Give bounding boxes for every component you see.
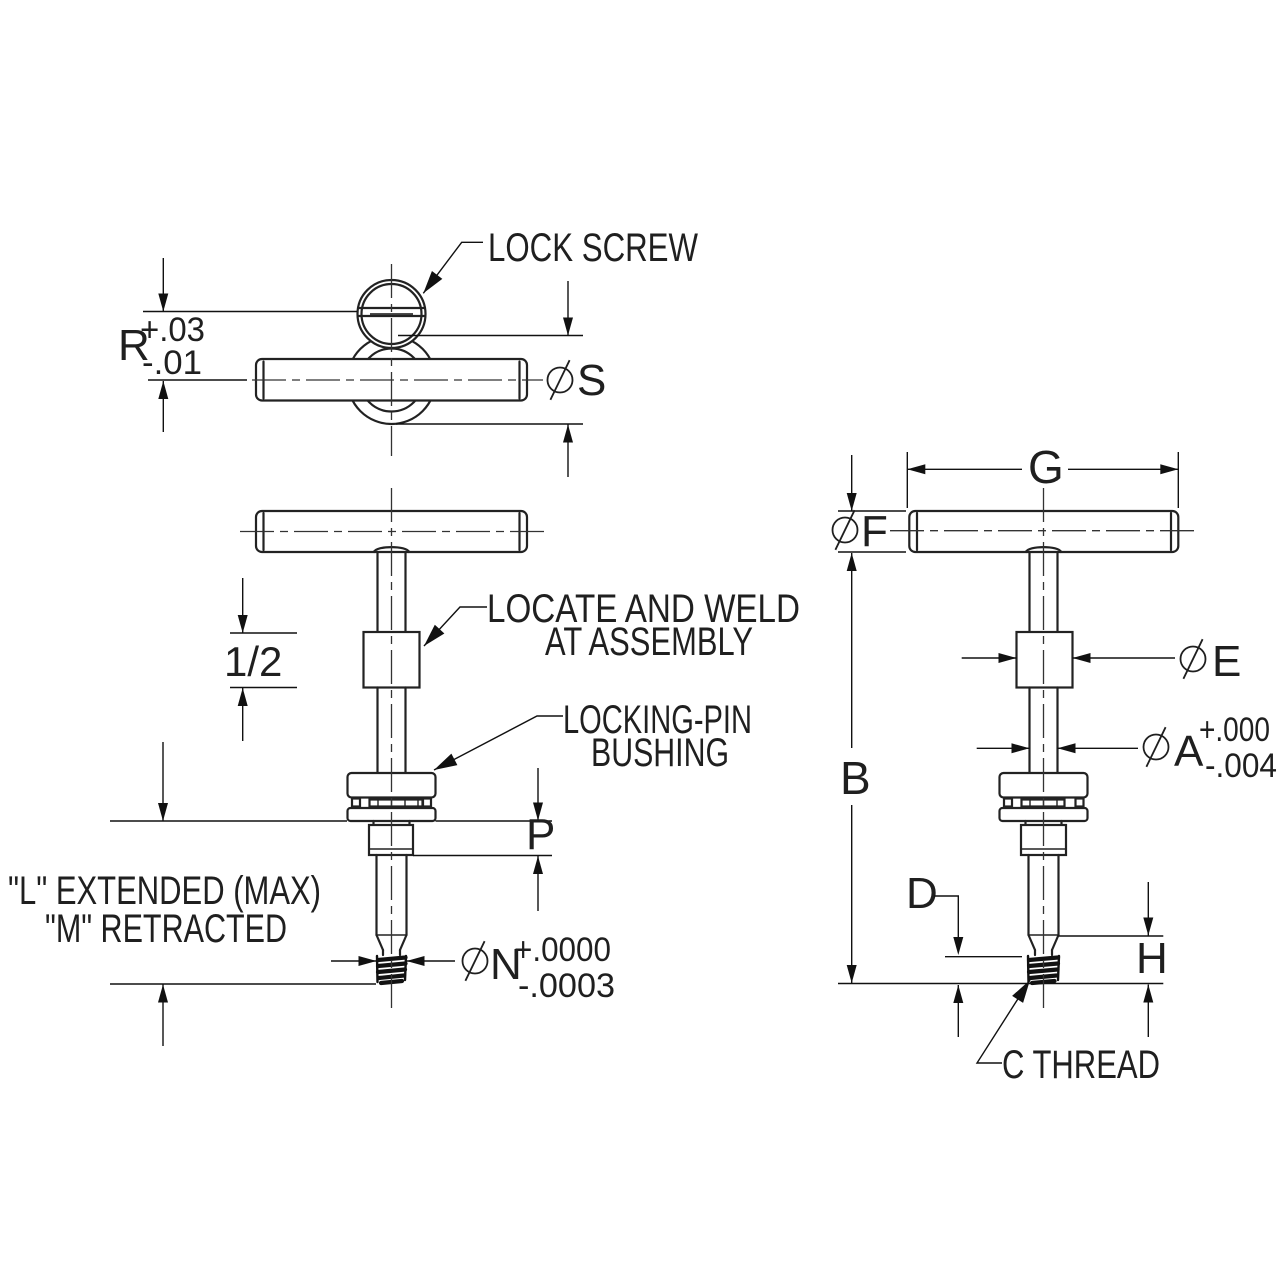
- wave-washer-front: [368, 798, 424, 808]
- dim-n-plus-tol: +.0000: [514, 931, 611, 969]
- dim-e-letter: E: [1212, 637, 1241, 686]
- diameter-icon: [1142, 726, 1170, 768]
- locate-weld-label-line1: LOCATE AND WELD: [487, 587, 800, 631]
- front-view: 1/2 LOCATE AND WELD AT ASSEMBLY LOCKING-…: [8, 488, 800, 1046]
- dim-b-letter: B: [840, 752, 871, 804]
- diameter-icon: [461, 940, 489, 982]
- locate-weld-label-line2: AT ASSEMBLY: [545, 620, 753, 664]
- dim-n-letter: N: [490, 940, 522, 989]
- locking-pin-label-line2: BUSHING: [591, 731, 729, 775]
- top-view-dimensions: R +.03 -.01 S LOCK SCREW: [118, 226, 698, 477]
- dim-d-letter: D: [906, 869, 938, 918]
- side-view-geometry: [908, 509, 1180, 986]
- diameter-icon: [831, 509, 859, 551]
- side-view: G F B E: [831, 441, 1277, 1087]
- lock-screw-label: LOCK SCREW: [488, 226, 698, 270]
- top-view: R +.03 -.01 S LOCK SCREW: [118, 226, 698, 477]
- front-view-dimensions: 1/2 LOCATE AND WELD AT ASSEMBLY LOCKING-…: [8, 578, 800, 1046]
- dim-n-minus-tol: -.0003: [518, 967, 615, 1005]
- dim-r-plus-tol: +.03: [140, 311, 205, 349]
- dim-p-letter: P: [526, 810, 555, 859]
- locking-pin-label-line1: LOCKING-PIN: [563, 698, 752, 742]
- dim-r-minus-tol: -.01: [142, 344, 202, 382]
- dim-g-letter: G: [1028, 441, 1064, 493]
- dim-a-minus-tol: -.004: [1205, 747, 1277, 785]
- front-view-centerlines: [240, 488, 546, 1012]
- locking-pin-bushing-leader: [433, 715, 563, 771]
- dim-collar-height: 1/2: [224, 638, 282, 685]
- weld-collar-side: [1015, 630, 1074, 689]
- c-thread-leader: [975, 979, 1031, 1064]
- c-thread-label: C THREAD: [1002, 1043, 1160, 1087]
- diameter-icon: [546, 359, 574, 401]
- side-view-centerlines: [890, 488, 1196, 1008]
- dim-a-letter: A: [1174, 727, 1204, 776]
- dim-h-letter: H: [1136, 934, 1168, 983]
- dim-a-plus-tol: +.000: [1199, 711, 1270, 749]
- dim-s-letter: S: [577, 356, 606, 405]
- dim-r-letter: R: [118, 321, 150, 370]
- diameter-icon: [1179, 638, 1207, 680]
- top-view-centerlines: [252, 264, 543, 456]
- dim-f-letter: F: [861, 507, 888, 556]
- side-view-dimensions: G F B E: [831, 441, 1277, 1087]
- note-retracted: "M" RETRACTED: [45, 907, 287, 951]
- note-extended: "L" EXTENDED (MAX): [8, 869, 321, 913]
